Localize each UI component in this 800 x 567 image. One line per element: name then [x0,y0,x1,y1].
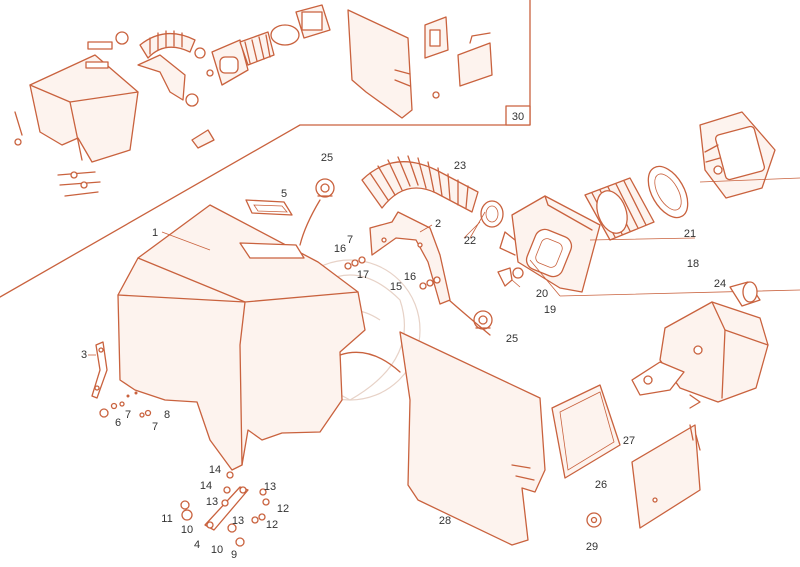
label-part-4: 4 [194,539,200,551]
label-part-25-top: 25 [321,152,333,164]
label-part-27: 27 [623,435,635,447]
label-part-7-right: 7 [152,421,158,433]
label-part-26: 26 [595,479,607,491]
part-23-bellows-hose [361,155,479,213]
label-part-5: 5 [281,188,287,200]
label-part-3: 3 [81,349,87,361]
label-part-2: 2 [435,218,441,230]
part-27-panel [631,424,701,529]
label-part-9: 9 [231,549,237,561]
inset-cover-small [29,54,139,163]
inset-small-parts [14,31,215,197]
label-part-15: 15 [390,281,402,293]
inset-panels [347,9,493,119]
hardware-upper [344,256,441,290]
label-part-22: 22 [464,235,476,247]
part-26-panel [551,384,621,479]
label-part-20: 20 [536,288,548,300]
label-part-6: 6 [115,417,121,429]
part-labels: 1 2 3 4 5 6 7 7 7 8 9 10 10 11 12 12 13 … [81,111,726,561]
label-part-7-upper: 7 [347,234,353,246]
label-part-24: 24 [714,278,726,290]
label-part-7-left: 7 [125,409,131,421]
label-part-21: 21 [684,228,696,240]
label-part-16-a: 16 [334,243,346,255]
label-part-28: 28 [439,515,451,527]
label-part-1: 1 [152,227,158,239]
inset-label-box [505,105,531,126]
label-part-8: 8 [164,409,170,421]
part-29-washer [586,512,602,528]
label-part-19: 19 [544,304,556,316]
label-part-12-a: 12 [277,503,289,515]
part-5-gasket [245,199,293,216]
part-3-bracket [91,341,108,399]
label-part-14-b: 14 [200,480,212,492]
label-part-29: 29 [586,541,598,553]
part-20-fitting [497,267,524,287]
label-part-13-c: 13 [232,515,244,527]
part-2-bracket [369,211,451,305]
part-4-link-arm [204,486,249,531]
label-part-18: 18 [687,258,699,270]
part-22-hose-clamp [480,200,504,228]
label-part-25-bottom: 25 [506,333,518,345]
inset-frame [0,0,531,298]
hardware-lower [99,401,270,547]
label-part-10-a: 10 [181,524,193,536]
part-1-cover-housing [117,204,366,471]
part-18-filter-cover [699,111,776,199]
label-part-10-b: 10 [211,544,223,556]
label-part-23: 23 [454,160,466,172]
part-25-clamp-bottom [473,310,493,330]
part-25-clamp-top [315,178,335,198]
part-19-air-filter-box [499,195,601,293]
label-part-30: 30 [512,111,524,123]
part-21-filter-element [584,165,689,241]
part-24-exhaust-assembly [631,281,769,409]
part-28-side-shield [399,331,546,546]
label-part-13-a: 13 [264,481,276,493]
label-part-13-b: 13 [206,496,218,508]
label-part-14-a: 14 [209,464,221,476]
label-part-12-b: 12 [266,519,278,531]
grouping-leaders [529,177,800,297]
label-part-17: 17 [357,269,369,281]
label-leaders [88,211,521,356]
label-part-16-b: 16 [404,271,416,283]
label-part-11: 11 [161,513,172,525]
inset-hose-filter [137,4,331,107]
